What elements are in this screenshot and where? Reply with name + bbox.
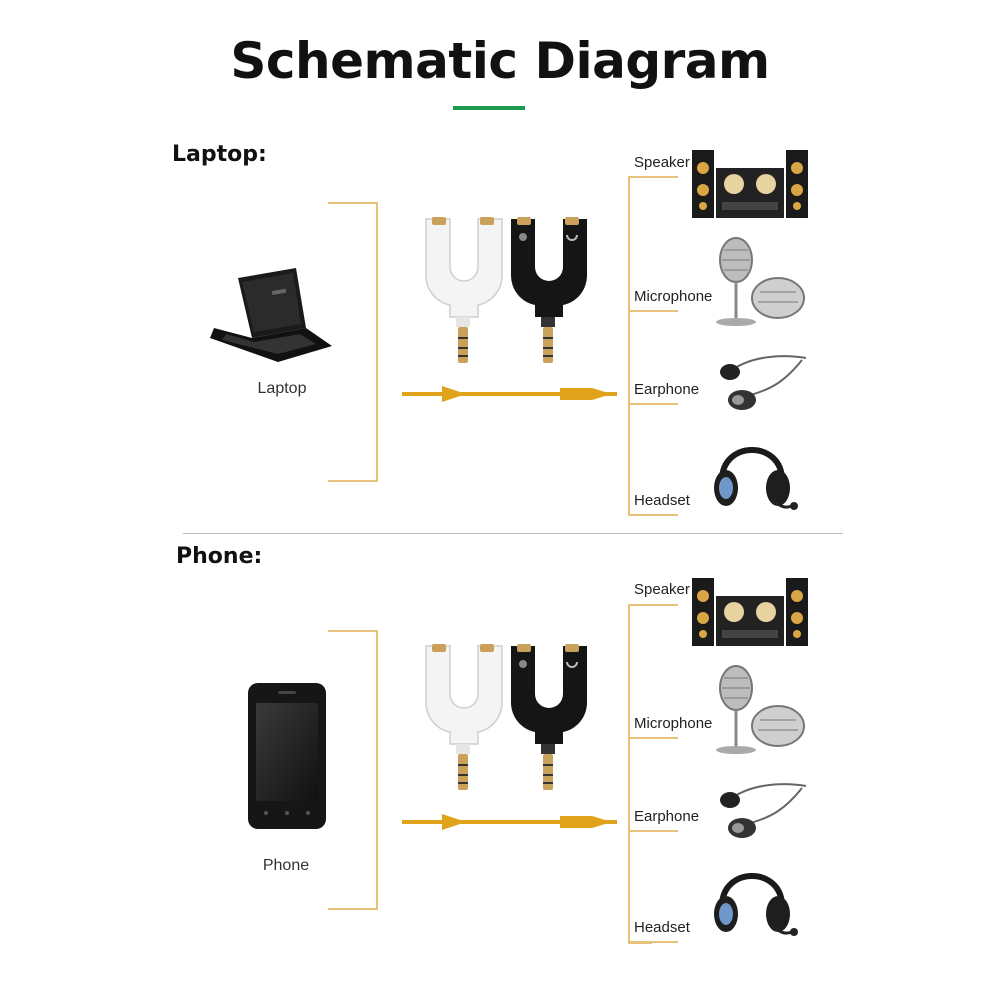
title-underline bbox=[453, 106, 525, 110]
headset-icon bbox=[714, 447, 798, 510]
output-label-microphone: Microphone bbox=[634, 288, 713, 305]
output-label-earphone: Earphone bbox=[634, 808, 700, 825]
section-divider bbox=[183, 533, 843, 534]
source-bracket bbox=[328, 630, 378, 910]
output-label-earphone: Earphone bbox=[634, 381, 700, 398]
section-phone: Phone: Phone bbox=[0, 540, 1000, 970]
source-label: Phone bbox=[262, 857, 310, 874]
output-bracket bbox=[628, 604, 652, 944]
microphone-icon bbox=[716, 665, 805, 754]
output-label-microphone: Microphone bbox=[634, 715, 713, 732]
output-label-speaker: Speaker bbox=[634, 154, 690, 171]
output-label-headset: Headset bbox=[634, 919, 690, 936]
section-heading: Laptop: bbox=[172, 142, 267, 167]
phone-icon bbox=[248, 683, 326, 829]
section-heading: Phone: bbox=[176, 544, 263, 569]
adapter-white-icon bbox=[425, 217, 503, 363]
page-title: Schematic Diagram bbox=[230, 32, 770, 90]
output-label-headset: Headset bbox=[634, 492, 690, 509]
speaker-icon bbox=[692, 578, 808, 646]
source-label: Laptop bbox=[257, 380, 307, 397]
source-bracket bbox=[328, 202, 378, 482]
adapter-black-icon bbox=[510, 217, 588, 363]
speaker-icon bbox=[692, 150, 808, 218]
adapter-black-icon bbox=[510, 644, 588, 790]
adapter-white-icon bbox=[425, 644, 503, 790]
output-bracket bbox=[628, 176, 652, 516]
section-laptop: Laptop: Laptop bbox=[0, 140, 1000, 570]
arrow-icon bbox=[402, 386, 617, 402]
earphone-icon bbox=[720, 355, 807, 410]
earphone-icon bbox=[720, 783, 807, 838]
headset-icon bbox=[714, 873, 798, 936]
arrow-icon bbox=[402, 814, 617, 830]
laptop-icon bbox=[210, 268, 332, 362]
output-label-speaker: Speaker bbox=[634, 581, 690, 598]
microphone-icon bbox=[716, 237, 805, 326]
